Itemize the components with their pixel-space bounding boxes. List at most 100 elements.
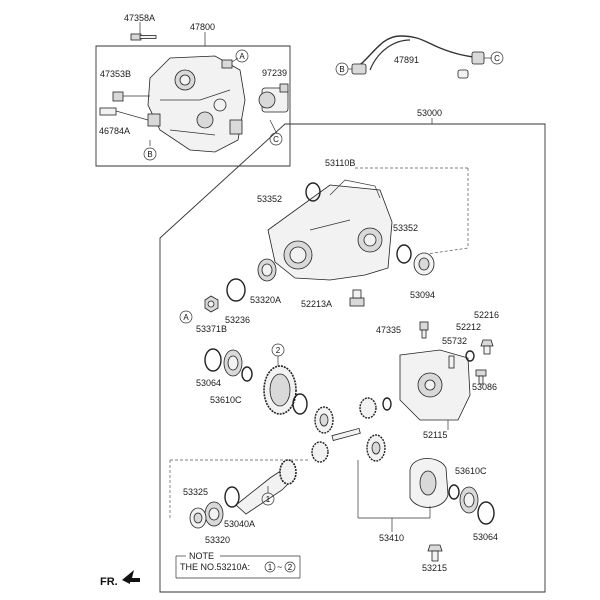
label-53352-right: 53352 [393,223,418,233]
label-53215: 53215 [422,563,447,573]
pin-55732 [448,355,455,369]
bolt-53086 [475,369,487,385]
actuator-group [95,22,291,167]
label-53410: 53410 [379,533,404,543]
label-46784A: 46784A [99,126,130,136]
note-box: NOTE THE NO.53210A: 1 ~ 2 [175,551,301,579]
spacer-53040A [224,486,240,508]
drive-pinion [235,459,297,515]
cross-shaft [331,427,361,442]
part-labels: 47358A 47800 47353B 97239 46784A 47891 5… [99,13,499,573]
cover-52115 [399,349,471,430]
label-47800: 47800 [190,22,215,32]
label-53325: 53325 [183,487,208,497]
callout-C-harness [490,51,504,65]
side-gear-left [314,406,334,434]
callout-circles: A B C B C A 2 1 [143,49,504,506]
bearing-53320 [204,501,224,527]
note-text: THE NO.53210A: [180,562,250,572]
label-52213A: 52213A [301,299,332,309]
label-47335: 47335 [376,325,401,335]
label-53000: 53000 [417,108,442,118]
shim-53064-right [477,501,495,525]
actuator-housing [147,55,246,153]
bearing-53610C-right [459,486,479,514]
label-53371B: 53371B [196,324,227,334]
callout-1-pinion [261,492,275,506]
seal-53325 [189,507,207,529]
seal-53352-left [305,182,321,202]
front-marker-label: FR. [100,576,118,588]
label-52115: 52115 [423,430,447,440]
note-title: NOTE [189,551,214,561]
note-range-sep: ~ [277,562,282,572]
nut-53371B [204,295,219,313]
actuator-box [95,45,291,167]
side-gear-right [366,434,386,462]
note-callout-1-label: 1 [268,563,273,572]
label-53086: 53086 [472,382,497,392]
differential-box [159,123,546,593]
callout-A-main-label: A [183,313,189,322]
washer-52212 [465,350,475,362]
label-55732: 55732 [442,336,467,346]
callout-A-top-label: A [239,52,245,61]
label-53064-right: 53064 [473,532,498,542]
label-53040A: 53040A [224,519,255,529]
spacer-53236 [226,278,246,302]
bolt-47358A [130,33,157,41]
label-53610C-left: 53610C [210,395,242,405]
carrier-housing-53110B [267,179,393,281]
callout-2-ringgear [271,343,285,357]
bolt-53215 [427,544,443,562]
label-52216: 52216 [474,310,499,320]
bearing-53610C-left [223,349,243,377]
differential-group [159,118,546,593]
harness-47891 [348,35,492,79]
note-callout-2 [284,561,296,573]
label-53320A: 53320A [250,295,281,305]
pinion-mate-left [311,441,329,463]
flange-53094 [413,252,435,276]
callout-2-ringgear-label: 2 [276,346,281,355]
seal-53352-right [396,244,412,264]
bearing-53320A [257,258,277,282]
breather-47335 [419,321,429,339]
label-53320: 53320 [205,535,230,545]
motor-97239 [258,83,289,135]
callout-C-actuator-label: C [273,135,279,144]
sensor-46784A [99,107,161,127]
callout-A-top [235,49,249,63]
label-53094: 53094 [410,290,435,300]
diff-case-53410 [409,458,460,508]
label-53236: 53236 [225,315,250,325]
shim-53064-left [204,348,222,372]
front-arrow-icon [122,570,140,584]
callout-B-harness-label: B [339,65,344,74]
callout-B-actuator [143,147,157,161]
note-callout-2-label: 2 [288,563,293,572]
plug-52213A [349,289,365,307]
label-53610C-right: 53610C [455,466,487,476]
label-47358A: 47358A [124,13,155,23]
label-47353B: 47353B [100,69,131,79]
connector-47353B [112,91,150,102]
bolt-52216 [480,339,494,355]
label-53352-left: 53352 [257,194,282,204]
callout-C-harness-label: C [494,54,500,63]
label-47891: 47891 [394,55,419,65]
pinion-mate-right [359,397,377,419]
callout-B-harness [335,62,349,76]
label-52212: 52212 [456,322,481,332]
label-97239: 97239 [262,68,287,78]
label-53064-left: 53064 [196,378,221,388]
callout-B-actuator-label: B [147,150,152,159]
callout-1-pinion-label: 1 [266,495,271,504]
note-callout-1 [264,561,276,573]
callout-C-actuator [269,132,283,146]
front-marker: FR. [100,570,140,588]
label-53110B: 53110B [325,158,355,168]
ring-gear [263,365,308,415]
